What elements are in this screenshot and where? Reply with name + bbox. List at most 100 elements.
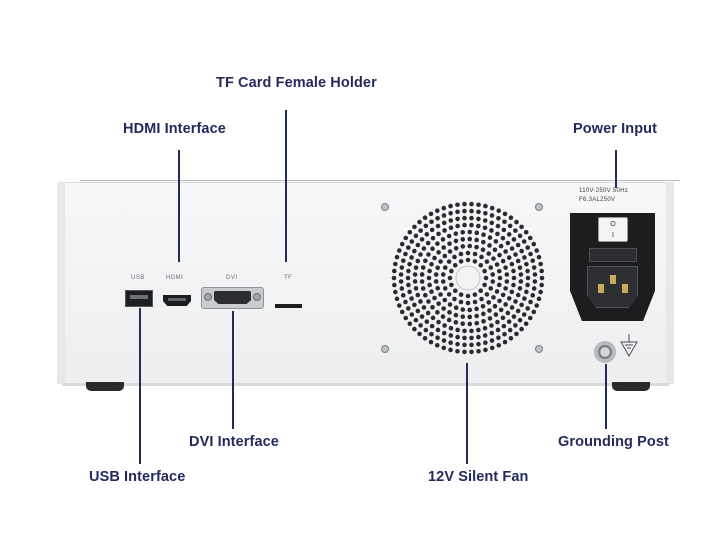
- fan-vent-hole: [482, 282, 487, 288]
- fan-vent-hole: [492, 247, 498, 253]
- fan-vent-hole: [517, 286, 523, 291]
- fan-vent-hole: [474, 237, 479, 243]
- fan-vent-hole: [441, 213, 447, 218]
- fan-vent-hole: [460, 230, 466, 235]
- fan-vent-hole: [489, 338, 495, 343]
- dvi-screw-right: [253, 293, 261, 301]
- fan-vent-hole: [415, 258, 421, 264]
- fan-vent-hole: [441, 220, 447, 226]
- fan-vent-hole: [397, 248, 402, 253]
- fan-vent-hole: [534, 303, 539, 308]
- fan-vent-hole: [399, 286, 405, 291]
- fan-vent-hole: [403, 251, 408, 257]
- fan-vent-hole: [509, 305, 515, 310]
- fan-vent-hole: [420, 286, 426, 291]
- fan-vent-hole: [519, 326, 524, 332]
- fan-vent-hole: [504, 279, 510, 284]
- fan-vent-hole: [508, 215, 514, 221]
- fan-vent-hole: [496, 282, 502, 288]
- fan-vent-hole: [442, 265, 448, 270]
- fan-vent-hole: [446, 233, 452, 239]
- fan-vent-hole: [424, 319, 430, 324]
- fan-vent-hole: [496, 216, 501, 221]
- fan-vent-hole: [531, 286, 537, 291]
- fan-vent-hole: [398, 279, 404, 284]
- fan-vent-hole: [397, 303, 402, 308]
- iec-power-socket: [587, 266, 638, 308]
- fan-vent-hole: [435, 335, 440, 340]
- fan-vent-hole: [407, 229, 413, 235]
- fan-vent-hole: [453, 305, 459, 311]
- fan-vent-hole: [425, 310, 431, 316]
- fan-vent-hole: [531, 241, 537, 247]
- fan-vent-hole: [460, 307, 466, 312]
- fan-vent-hole: [406, 268, 411, 274]
- fan-vent-hole: [430, 246, 435, 252]
- fan-vent-hole: [446, 292, 452, 297]
- fan-vent-hole: [479, 254, 484, 260]
- fan-vent-hole: [476, 327, 481, 333]
- fan-vent-hole: [403, 235, 409, 241]
- fan-vent-hole: [423, 327, 429, 333]
- fan-vent-hole: [448, 203, 453, 209]
- fan-vent-hole: [417, 219, 422, 225]
- fan-vent-hole: [455, 209, 460, 215]
- fan-vent-hole: [426, 275, 432, 281]
- fan-vent-hole: [465, 250, 471, 256]
- fan-vent-hole: [447, 241, 452, 246]
- fan-vent-hole: [413, 265, 419, 270]
- fan-vent-hole: [469, 342, 474, 348]
- fan-screw-bottom-left: [381, 345, 389, 353]
- fan-vent-hole: [428, 211, 434, 217]
- fan-vent-hole: [435, 216, 440, 221]
- fan-vent-hole: [441, 245, 446, 250]
- fan-vent-hole: [488, 286, 494, 291]
- fan-vent-hole: [419, 272, 425, 277]
- fan-vent-hole: [500, 315, 506, 321]
- fan-vent-hole: [500, 258, 506, 264]
- fan-vent-hole: [539, 275, 545, 281]
- fan-vent-hole: [418, 299, 423, 304]
- fan-vent-hole: [474, 230, 480, 236]
- fan-vent-hole: [417, 331, 422, 337]
- fan-vent-hole: [412, 248, 417, 254]
- fan-vent-hole: [513, 228, 518, 233]
- fan-vent-hole: [458, 259, 464, 264]
- callout-grounding: Grounding Post: [558, 434, 669, 450]
- fan-vent-hole: [413, 286, 419, 291]
- fan-vent-hole: [453, 312, 459, 318]
- fan-vent-hole: [538, 289, 543, 295]
- fan-vent-hole: [458, 292, 464, 297]
- fan-vent-hole: [458, 251, 464, 257]
- fan-vent-hole: [483, 340, 488, 346]
- fan-vent-hole: [513, 299, 518, 304]
- fan-vent-hole: [446, 317, 452, 323]
- fan-grille-icon: [391, 201, 545, 355]
- fan-vent-hole: [509, 289, 515, 295]
- fan-screw-bottom-right: [535, 345, 543, 353]
- fan-vent-hole: [469, 215, 474, 221]
- fan-vent-hole: [448, 218, 454, 223]
- fan-vent-hole: [469, 349, 474, 355]
- fan-vent-hole: [421, 246, 427, 251]
- fan-vent-hole: [467, 321, 473, 327]
- fan-vent-hole: [483, 203, 488, 209]
- fan-vent-hole: [467, 236, 473, 242]
- fan-vent-hole: [460, 237, 466, 242]
- fan-vent-hole: [517, 233, 523, 239]
- fan-vent-hole: [483, 275, 489, 281]
- fan-vent-hole: [507, 327, 513, 333]
- fan-vent-hole: [435, 241, 440, 246]
- fan-vent-hole: [453, 320, 459, 325]
- fan-vent-hole: [467, 243, 473, 249]
- fan-vent-hole: [415, 292, 421, 298]
- fan-vent-hole: [507, 223, 513, 229]
- fan-vent-hole: [527, 315, 533, 321]
- fan-vent-hole: [412, 272, 418, 277]
- fan-vent-hole: [511, 275, 517, 281]
- fan-vent-hole: [508, 335, 514, 341]
- fan-vent-hole: [426, 299, 431, 304]
- fan-vent-hole: [519, 248, 524, 254]
- fan-vent-hole: [405, 275, 411, 281]
- fan-vent-hole: [442, 253, 448, 259]
